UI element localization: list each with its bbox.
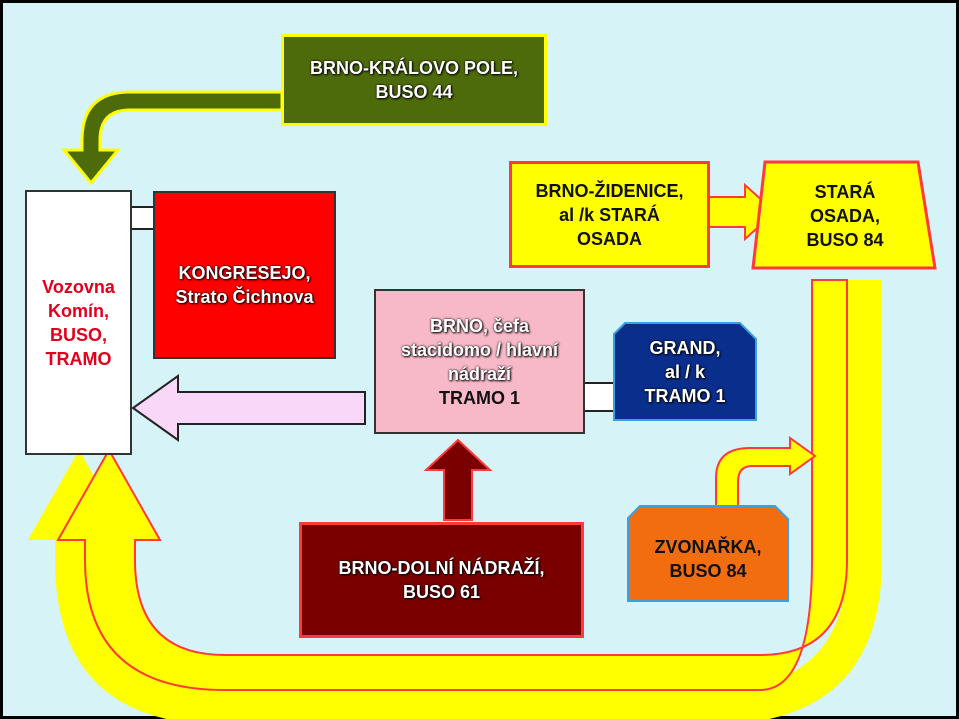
zvonarka-box[interactable]: ZVONAŘKA, BUSO 84	[628, 506, 788, 601]
kongresejo-box[interactable]: KONGRESEJO, Strato Čichnova	[153, 191, 336, 359]
stara-osada-shape	[751, 160, 937, 270]
zidenice-line-2: al /k STARÁ	[559, 204, 660, 225]
zidenice-box[interactable]: BRNO-ŽIDENICE, al /k STARÁ OSADA	[509, 161, 710, 268]
maroon-up-arrow	[423, 438, 493, 521]
stara-osada-line-2: OSADA,	[809, 206, 880, 226]
grand-line-3: TRAMO 1	[644, 385, 726, 406]
dolni-line-2: BUSO 61	[402, 582, 481, 602]
grand-line-2: al / k	[664, 361, 706, 382]
zvonarka-line-2: BUSO 84	[669, 560, 747, 581]
vozovna-line-3: BUSO,	[49, 324, 107, 345]
green-curved-arrow	[60, 90, 284, 186]
zvonarka-line-1: ZVONAŘKA,	[654, 536, 762, 557]
stara-osada-line-1: STARÁ	[814, 182, 876, 202]
kongresejo-line-2: Strato Čichnova	[175, 287, 314, 307]
kralovo-pole-line-1: BRNO-KRÁLOVO POLE,	[309, 58, 518, 78]
stara-osada-line-3: BUSO 84	[806, 230, 884, 250]
pink-arrow-to-vozovna	[131, 374, 366, 442]
hlavni-line-4: TRAMO 1	[439, 387, 520, 408]
grand-line-1: GRAND,	[649, 337, 721, 358]
yellow-u-arrow	[56, 279, 848, 691]
hlavni-line-2: stacidomo / hlavní	[400, 339, 559, 360]
yellow-return-arrow	[28, 280, 882, 719]
hlavni-line-1: BRNO, čefa	[429, 315, 530, 336]
zvonarka-shape	[627, 505, 789, 602]
vozovna-box[interactable]: Vozovna Komín, BUSO, TRAMO	[25, 190, 132, 455]
vozovna-line-4: TRAMO	[45, 348, 112, 369]
dolni-nadrazi-box[interactable]: BRNO-DOLNÍ NÁDRAŽÍ, BUSO 61	[299, 522, 584, 638]
zidenice-line-1: BRNO-ŽIDENICE,	[535, 180, 684, 201]
zidenice-line-3: OSADA	[576, 228, 642, 249]
vozovna-line-2: Komín,	[48, 300, 109, 321]
stara-osada-box[interactable]: STARÁ OSADA, BUSO 84	[765, 168, 925, 264]
grand-shape	[613, 322, 757, 421]
kralovo-pole-box[interactable]: BRNO-KRÁLOVO POLE, BUSO 44	[281, 34, 547, 126]
grand-box[interactable]: GRAND, al / k TRAMO 1	[614, 323, 756, 420]
zvonarka-hook-arrow	[715, 436, 817, 521]
dolni-line-1: BRNO-DOLNÍ NÁDRAŽÍ,	[338, 558, 545, 578]
hlavni-line-3: nádraží	[447, 363, 512, 384]
kongresejo-line-1: KONGRESEJO,	[178, 263, 311, 283]
kralovo-pole-line-2: BUSO 44	[375, 82, 453, 102]
vozovna-line-1: Vozovna	[42, 276, 115, 297]
hlavni-nadrazi-box[interactable]: BRNO, čefa stacidomo / hlavní nádraží TR…	[374, 289, 585, 434]
